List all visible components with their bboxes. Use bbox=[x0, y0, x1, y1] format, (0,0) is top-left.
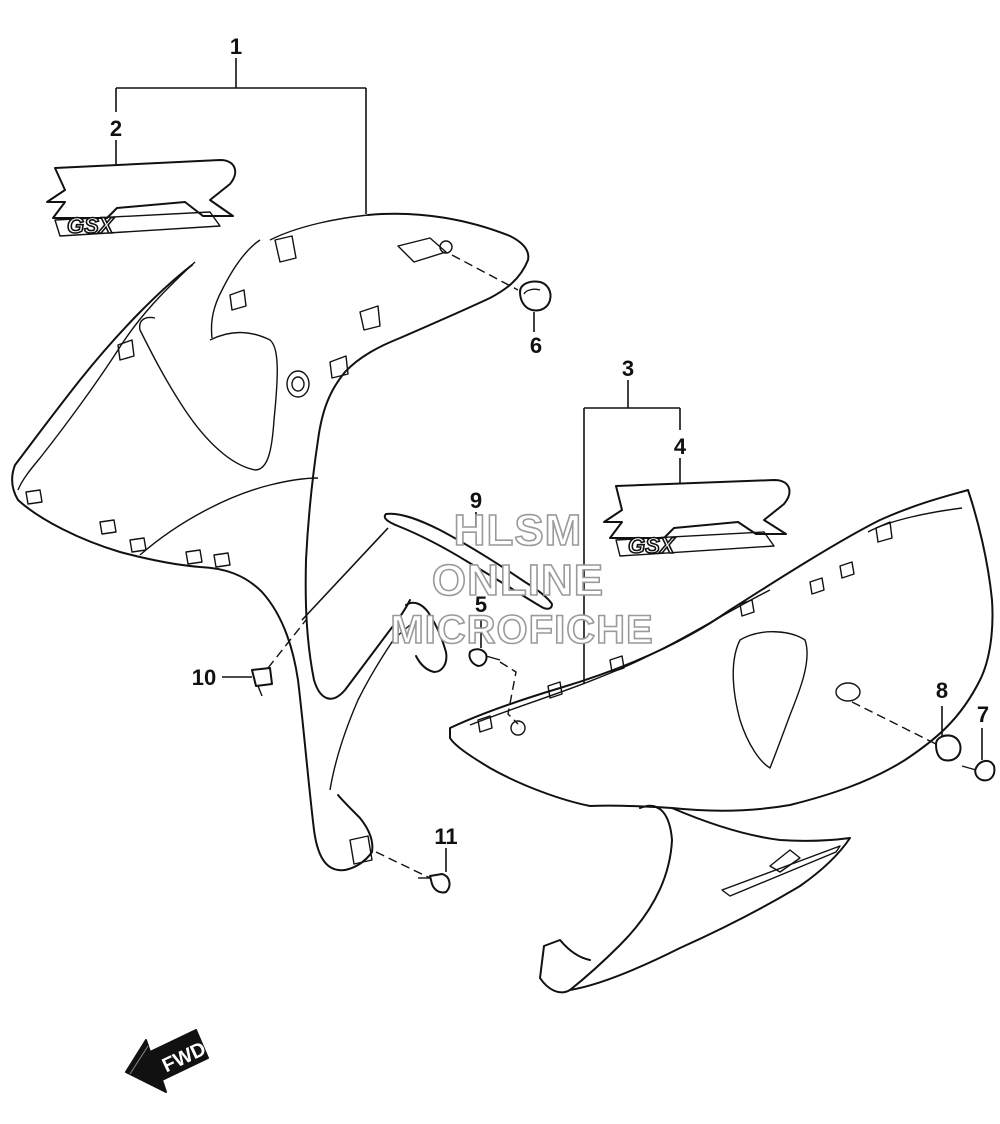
left-fairing-panel bbox=[11, 212, 530, 872]
callout-4: 4 bbox=[674, 434, 687, 459]
callout-1: 1 bbox=[230, 34, 242, 59]
bolt-part-11 bbox=[375, 848, 451, 894]
decal-brand-text: GSX bbox=[67, 213, 115, 238]
callout-9: 9 bbox=[470, 488, 482, 513]
callout-8: 8 bbox=[936, 678, 948, 703]
watermark-line-1: HLSM bbox=[454, 506, 583, 555]
screw-part-7 bbox=[961, 728, 996, 782]
leader-lines bbox=[115, 58, 681, 684]
watermark-line-2: ONLINE bbox=[432, 556, 604, 605]
watermark: HLSM ONLINE MICROFICHE bbox=[390, 505, 654, 653]
right-lower-fairing-panel bbox=[449, 489, 994, 994]
right-decal-sticker: GSX bbox=[603, 479, 791, 559]
callout-5: 5 bbox=[475, 592, 487, 617]
screw-part-10 bbox=[222, 619, 307, 697]
cushion-part-6 bbox=[451, 254, 552, 312]
callout-11: 11 bbox=[434, 824, 457, 849]
callout-7: 7 bbox=[977, 702, 989, 727]
left-decal-sticker: GSX bbox=[46, 159, 237, 239]
screw-part-5 bbox=[468, 648, 519, 725]
cushion-part-8 bbox=[851, 701, 962, 762]
forward-direction-arrow: FWD bbox=[125, 1029, 210, 1093]
callout-2: 2 bbox=[110, 116, 122, 141]
callout-6: 6 bbox=[530, 333, 542, 358]
decal-brand-text-right: GSX bbox=[628, 533, 676, 558]
callout-10: 10 bbox=[192, 665, 216, 690]
seal-strip-part-9 bbox=[301, 512, 553, 621]
watermark-line-3: MICROFICHE bbox=[390, 608, 653, 652]
callout-3: 3 bbox=[622, 356, 634, 381]
